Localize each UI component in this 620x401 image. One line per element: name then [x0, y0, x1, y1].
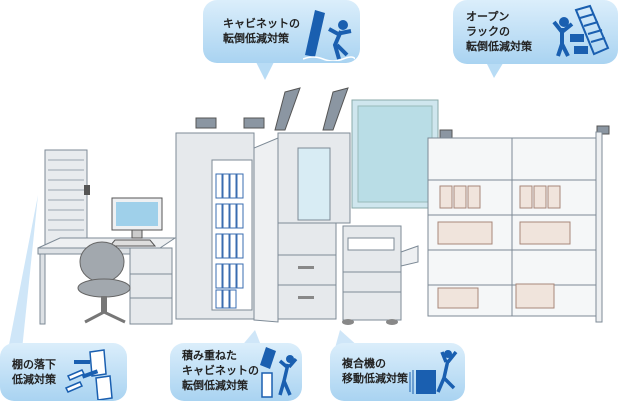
- callout-tail-cabinet: [255, 60, 275, 80]
- callout-line: 移動低減対策: [342, 372, 408, 385]
- moving-copier-icon: [409, 350, 458, 394]
- falling-stacked-cabinet-icon: [260, 347, 298, 398]
- callout-open-rack: オープン ラックの 転倒低減対策: [453, 0, 618, 64]
- window: [351, 99, 439, 209]
- callout-cabinet: キャビネットの 転倒低減対策: [203, 0, 360, 63]
- falling-shelf-items-icon: [64, 349, 113, 400]
- open-rack: [427, 131, 603, 323]
- callout-line: ラックの: [466, 25, 510, 38]
- callout-line: キャビネットの: [223, 17, 300, 30]
- callout-text: 複合機の 移動低減対策: [342, 356, 408, 386]
- tall-cabinet: [175, 132, 279, 323]
- callout-line: 複合機の: [342, 357, 386, 370]
- callout-stacked-cabinet: 積み重ねた キャビネットの 転倒低減対策: [170, 343, 302, 401]
- stacked-cabinet: [277, 132, 351, 320]
- callout-line: 棚の落下: [12, 358, 56, 371]
- callout-line: キャビネットの: [182, 364, 259, 377]
- callout-text: オープン ラックの 転倒低減対策: [466, 9, 532, 54]
- callout-line: 低減対策: [12, 373, 56, 386]
- falling-rack-icon: [552, 4, 610, 57]
- callout-shelf: 棚の落下 低減対策: [0, 343, 127, 401]
- callout-line: 転倒低減対策: [466, 40, 532, 53]
- copier: [342, 225, 419, 325]
- callout-line: 積み重ねた: [182, 349, 237, 362]
- callout-text: 積み重ねた キャビネットの 転倒低減対策: [182, 348, 259, 393]
- callout-tail-rack: [485, 60, 505, 78]
- callout-text: 棚の落下 低減対策: [12, 357, 56, 387]
- callout-line: 転倒低減対策: [182, 379, 248, 392]
- server-rack: [44, 149, 90, 251]
- callout-line: オープン: [466, 10, 510, 23]
- callout-line: 転倒低減対策: [223, 32, 289, 45]
- falling-cabinet-icon: [303, 10, 355, 61]
- callout-copier: 複合機の 移動低減対策: [330, 343, 465, 401]
- desk: [37, 197, 177, 325]
- callout-text: キャビネットの 転倒低減対策: [223, 16, 300, 46]
- office-chair: [77, 241, 131, 324]
- callout-tail-shelf: [8, 195, 38, 350]
- ceiling-braces: [195, 87, 610, 139]
